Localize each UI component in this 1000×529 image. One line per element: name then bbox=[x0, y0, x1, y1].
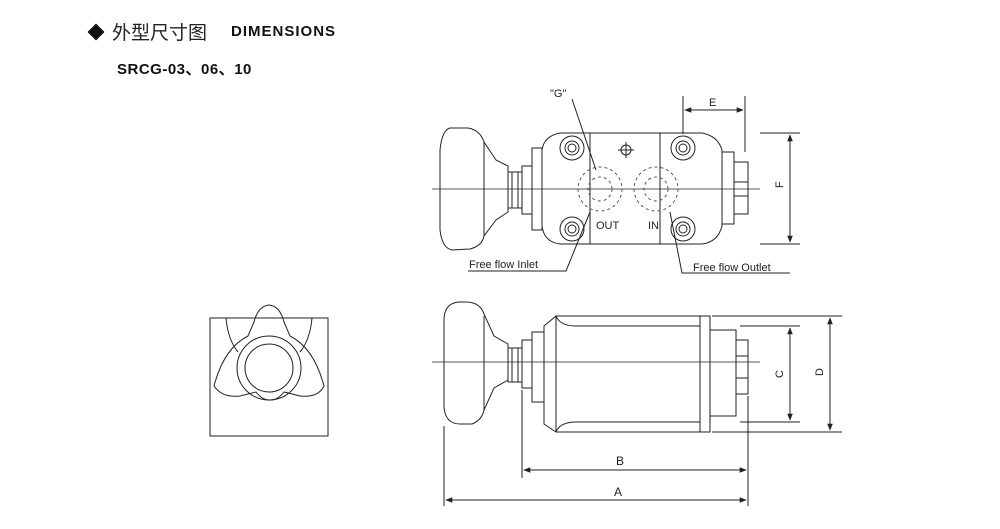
model-number: SRCG-03、06、10 bbox=[117, 61, 252, 78]
g-port-label: "G" bbox=[550, 88, 566, 100]
side-view bbox=[209, 304, 329, 437]
free-flow-inlet-label: Free flow Inlet bbox=[469, 259, 538, 271]
front-view bbox=[432, 301, 842, 506]
dimension-a-label: A bbox=[614, 485, 622, 499]
title-chinese: 外型尺寸图 bbox=[112, 22, 208, 44]
dimension-f-label: F bbox=[774, 181, 786, 188]
dimension-b-label: B bbox=[616, 454, 624, 468]
dimension-d-label: D bbox=[814, 368, 826, 376]
free-flow-outlet-label: Free flow Outlet bbox=[693, 262, 771, 274]
in-port-label: IN bbox=[648, 220, 659, 232]
dimension-e-label: E bbox=[709, 97, 716, 109]
top-view bbox=[432, 96, 800, 274]
header: 外型尺寸图 DIMENSIONS bbox=[87, 18, 337, 45]
dimension-c-label: C bbox=[774, 370, 786, 378]
title-english: DIMENSIONS bbox=[231, 23, 337, 40]
out-port-label: OUT bbox=[596, 220, 620, 232]
